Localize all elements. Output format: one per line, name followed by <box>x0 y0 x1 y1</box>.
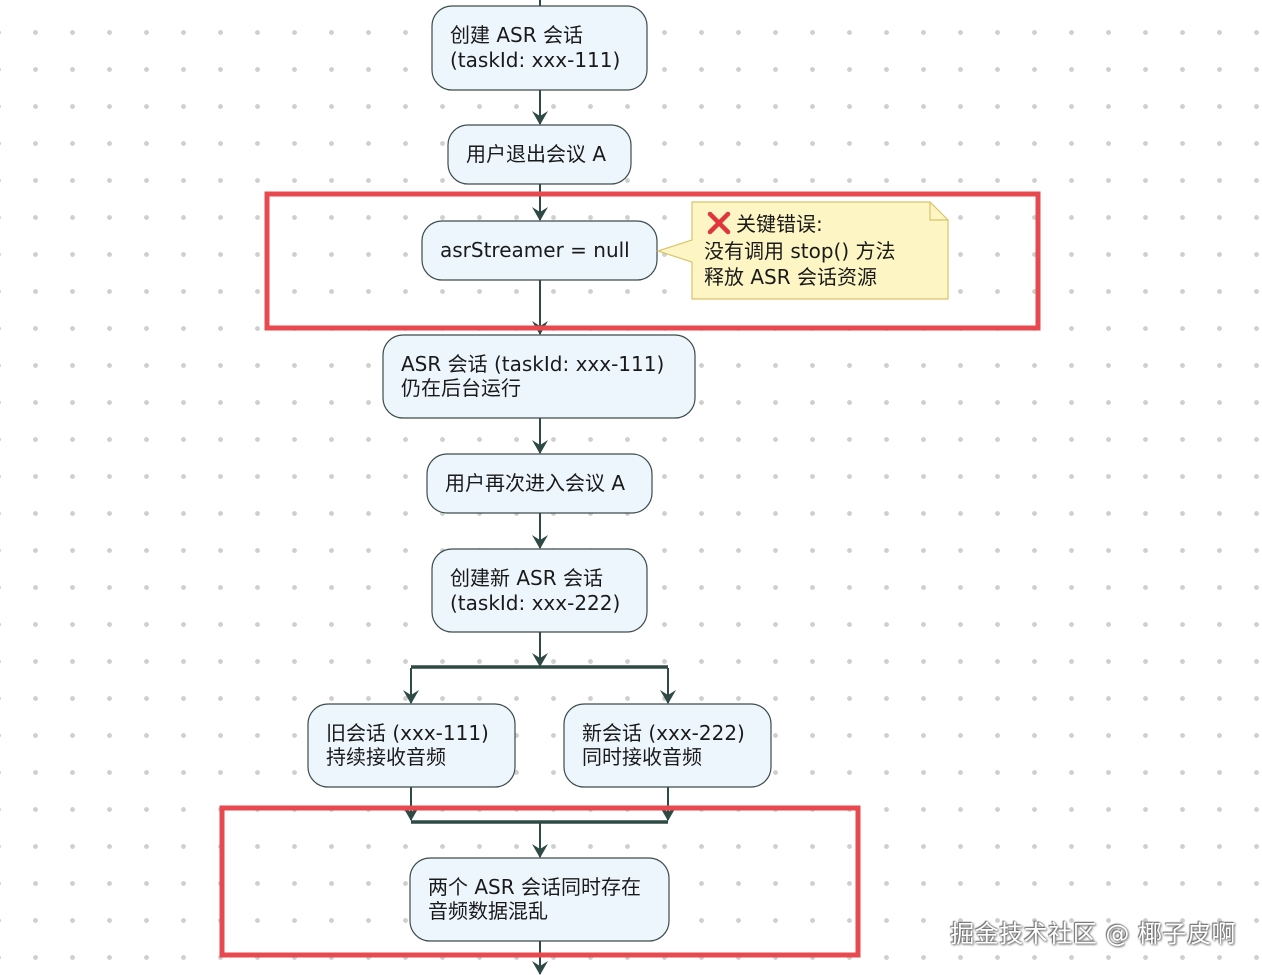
node-create-asr-222: 创建新 ASR 会话 (taskId: xxx-222) <box>431 548 648 633</box>
error-note: 关键错误: 没有调用 stop() 方法 释放 ASR 会话资源 <box>656 201 949 300</box>
highlight-box-null <box>264 191 1041 331</box>
edges <box>403 0 676 975</box>
node-label-line2: 音频数据混乱 <box>428 899 548 923</box>
note-line2: 释放 ASR 会话资源 <box>704 265 877 289</box>
node-label-line1: 创建 ASR 会话 <box>450 23 583 47</box>
node-new-session: 新会话 (xxx-222) 同时接收音频 <box>563 703 772 788</box>
node-two-sessions: 两个 ASR 会话同时存在 音频数据混乱 <box>409 857 670 942</box>
node-label-line1: 两个 ASR 会话同时存在 <box>428 875 641 899</box>
node-label-line2: (taskId: xxx-222) <box>450 591 620 615</box>
cross-mark-icon <box>707 211 731 235</box>
node-label-line1: asrStreamer = null <box>440 238 630 262</box>
node-label-line1: 创建新 ASR 会话 <box>450 566 603 590</box>
watermark: 掘金技术社区 @ 椰子皮啊 <box>950 920 1236 948</box>
node-label-line2: 仍在后台运行 <box>401 376 521 400</box>
node-user-reenter: 用户再次进入会议 A <box>426 453 653 514</box>
node-label-line2: 同时接收音频 <box>582 745 702 769</box>
node-label-line1: 新会话 (xxx-222) <box>582 721 745 745</box>
node-create-asr-111: 创建 ASR 会话 (taskId: xxx-111) <box>431 5 648 91</box>
node-asr-still-running: ASR 会话 (taskId: xxx-111) 仍在后台运行 <box>382 334 696 419</box>
node-label-line2: 持续接收音频 <box>326 745 446 769</box>
node-old-session: 旧会话 (xxx-111) 持续接收音频 <box>307 703 516 788</box>
node-label-line1: 用户退出会议 A <box>466 142 606 166</box>
node-user-exit: 用户退出会议 A <box>447 124 632 185</box>
node-label-line2: (taskId: xxx-111) <box>450 48 620 72</box>
node-label-line1: 旧会话 (xxx-111) <box>326 721 489 745</box>
note-title: 关键错误: <box>736 212 823 236</box>
node-label-line1: ASR 会话 (taskId: xxx-111) <box>401 352 664 376</box>
node-label-line1: 用户再次进入会议 A <box>445 471 625 495</box>
node-streamer-null: asrStreamer = null <box>421 220 658 281</box>
note-line1: 没有调用 stop() 方法 <box>704 239 896 263</box>
highlight-box-conflict <box>219 805 861 958</box>
